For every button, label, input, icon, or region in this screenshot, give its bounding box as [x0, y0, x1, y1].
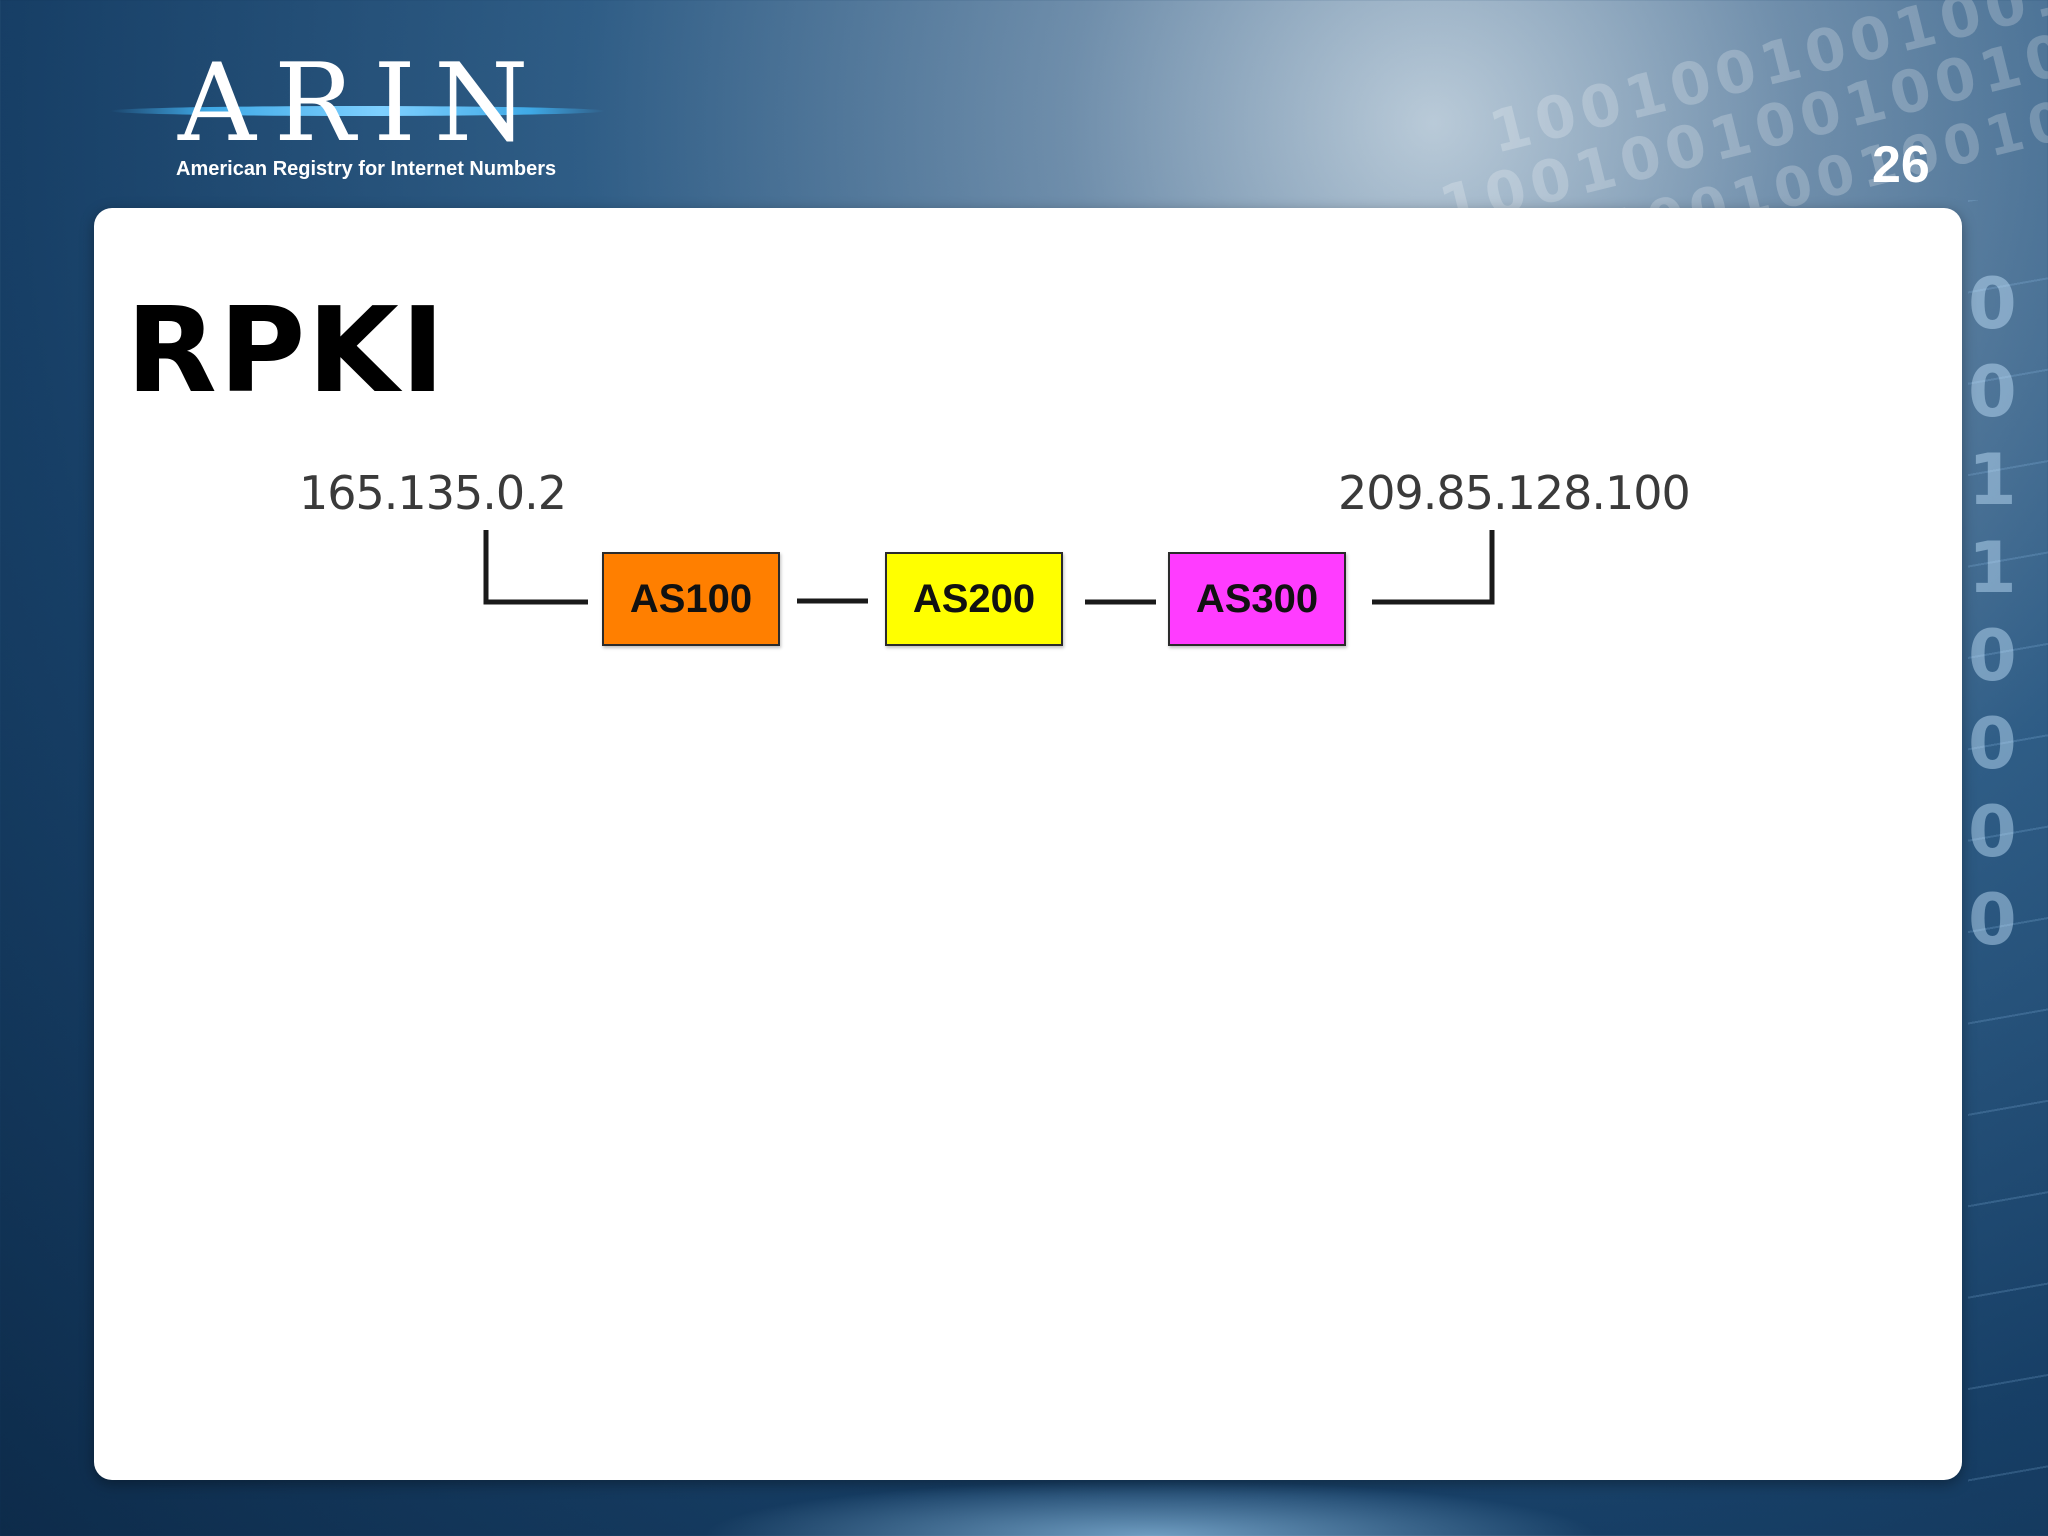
- logo-swoosh: [110, 106, 605, 116]
- source-connector: [483, 530, 588, 605]
- as300-box: AS300: [1168, 552, 1346, 646]
- as200-box: AS200: [885, 552, 1063, 646]
- slide-number: 26: [1872, 136, 1930, 194]
- background-grid-decoration: [1968, 200, 2048, 1536]
- background-glow: [700, 1480, 1600, 1536]
- logo-wordmark: ARIN: [178, 41, 547, 166]
- destination-ip-label: 209.85.128.100: [1338, 466, 1691, 520]
- arin-logo: ARIN American Registry for Internet Numb…: [110, 44, 610, 190]
- slide-title: RPKI: [126, 281, 447, 419]
- as100-box: AS100: [602, 552, 780, 646]
- slide-panel: [94, 208, 1962, 1480]
- destination-connector: [1372, 530, 1495, 605]
- source-ip-label: 165.135.0.2: [299, 466, 567, 520]
- logo-tagline: American Registry for Internet Numbers: [176, 158, 557, 180]
